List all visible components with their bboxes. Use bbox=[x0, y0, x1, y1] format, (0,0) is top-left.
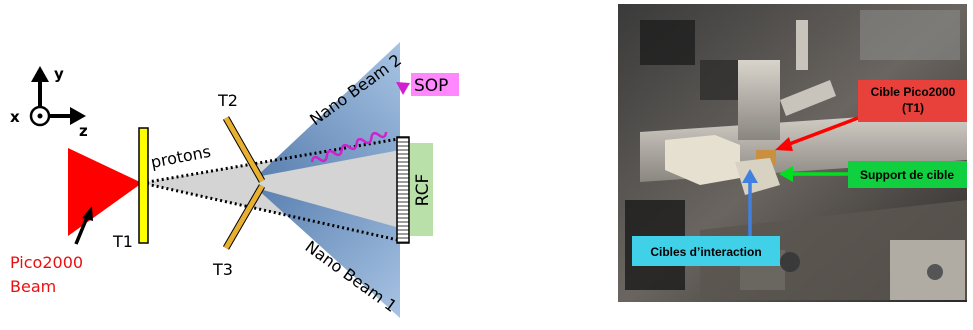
photo-target-support bbox=[665, 135, 740, 185]
photo-vertical-mount bbox=[738, 60, 780, 140]
z-axis-label: z bbox=[79, 122, 88, 140]
label-cible-pico-line2: (T1) bbox=[902, 101, 924, 115]
arrow-cibles-interaction-head bbox=[742, 169, 758, 183]
y-axis-label: y bbox=[54, 65, 64, 83]
rcf-stack bbox=[396, 136, 410, 244]
label-support-box bbox=[848, 161, 967, 188]
source-pointer-arrow bbox=[74, 214, 90, 245]
photo-interaction-targets bbox=[735, 158, 780, 195]
photo-bg-object bbox=[640, 20, 695, 65]
target-t1 bbox=[138, 127, 149, 244]
nano-beam-2 bbox=[256, 42, 400, 177]
source-label-line2: Beam bbox=[10, 277, 56, 296]
label-cibles-interaction: Cibles d’interaction bbox=[650, 245, 761, 259]
source-pointer-arrowhead bbox=[82, 206, 93, 221]
setup-photo: Cible Pico2000 (T1) Support de cible Cib… bbox=[618, 4, 967, 302]
schematic: y x z RCF SOP protons Nano Beam 2 bbox=[10, 42, 459, 318]
label-cibles-interaction-box bbox=[632, 236, 780, 266]
target-t2-label: T2 bbox=[217, 91, 238, 110]
photo-holder-arm bbox=[780, 80, 836, 116]
z-axis-arrowhead bbox=[70, 107, 86, 125]
label-cible-pico-box bbox=[858, 80, 967, 122]
rcf-box bbox=[410, 143, 433, 236]
rcf-label: RCF bbox=[413, 174, 433, 207]
sop-label: SOP bbox=[414, 76, 448, 96]
arrow-cible-pico-head bbox=[775, 137, 793, 151]
sop-arrowhead bbox=[396, 82, 410, 95]
protons-label: protons bbox=[149, 142, 212, 172]
y-axis-arrowhead bbox=[31, 66, 49, 82]
label-support: Support de cible bbox=[860, 168, 954, 182]
arrow-support-head bbox=[779, 166, 793, 182]
label-cible-pico-line1: Cible Pico2000 bbox=[871, 85, 956, 99]
sop-wave bbox=[310, 131, 388, 163]
photo-screw bbox=[927, 264, 943, 280]
photo-screw-rod bbox=[796, 20, 808, 70]
sop-box bbox=[411, 73, 459, 96]
pico2000-laser bbox=[68, 148, 142, 236]
arrow-cible-pico bbox=[783, 116, 859, 148]
photo-bg-object bbox=[860, 10, 960, 60]
cone-edge-lower bbox=[141, 181, 399, 242]
axes-indicator: y x z bbox=[10, 65, 88, 140]
nano-beam-1 bbox=[256, 188, 400, 318]
photo-bolt-head bbox=[780, 252, 800, 272]
target-t2 bbox=[223, 116, 265, 183]
target-t3 bbox=[223, 184, 265, 250]
target-t1-label: T1 bbox=[112, 232, 133, 251]
target-t3-label: T3 bbox=[212, 260, 233, 279]
x-axis-label: x bbox=[10, 108, 20, 126]
x-axis-dot bbox=[37, 113, 43, 119]
source-label-line1: Pico2000 bbox=[10, 253, 83, 272]
